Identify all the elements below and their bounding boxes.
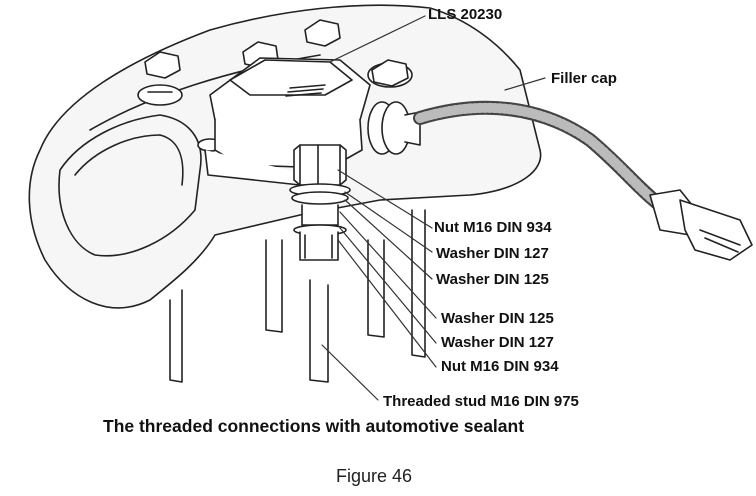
label-stud: Threaded stud M16 DIN 975 [383, 393, 579, 410]
label-filler-cap: Filler cap [551, 70, 617, 87]
leader-lines [321, 15, 546, 401]
flange-inner-opening [58, 114, 202, 257]
label-washer-127-bot: Washer DIN 127 [441, 334, 554, 351]
label-nut-top: Nut M16 DIN 934 [434, 219, 552, 236]
sealant-note: The threaded connections with automotive… [103, 416, 525, 436]
cable-connector [649, 189, 753, 261]
tube-rods [169, 209, 426, 383]
figure-caption: Figure 46 [336, 466, 413, 486]
label-washer-125-bot: Washer DIN 125 [441, 310, 554, 327]
label-sensor: LLS 20230 [428, 6, 503, 23]
label-nut-bottom: Nut M16 DIN 934 [441, 358, 559, 375]
sensor-head [204, 57, 371, 186]
corrugated-hose [413, 100, 667, 212]
stud-assembly [289, 144, 351, 261]
label-washer-127-top: Washer DIN 127 [436, 245, 549, 262]
label-washer-125-top: Washer DIN 125 [436, 271, 549, 288]
